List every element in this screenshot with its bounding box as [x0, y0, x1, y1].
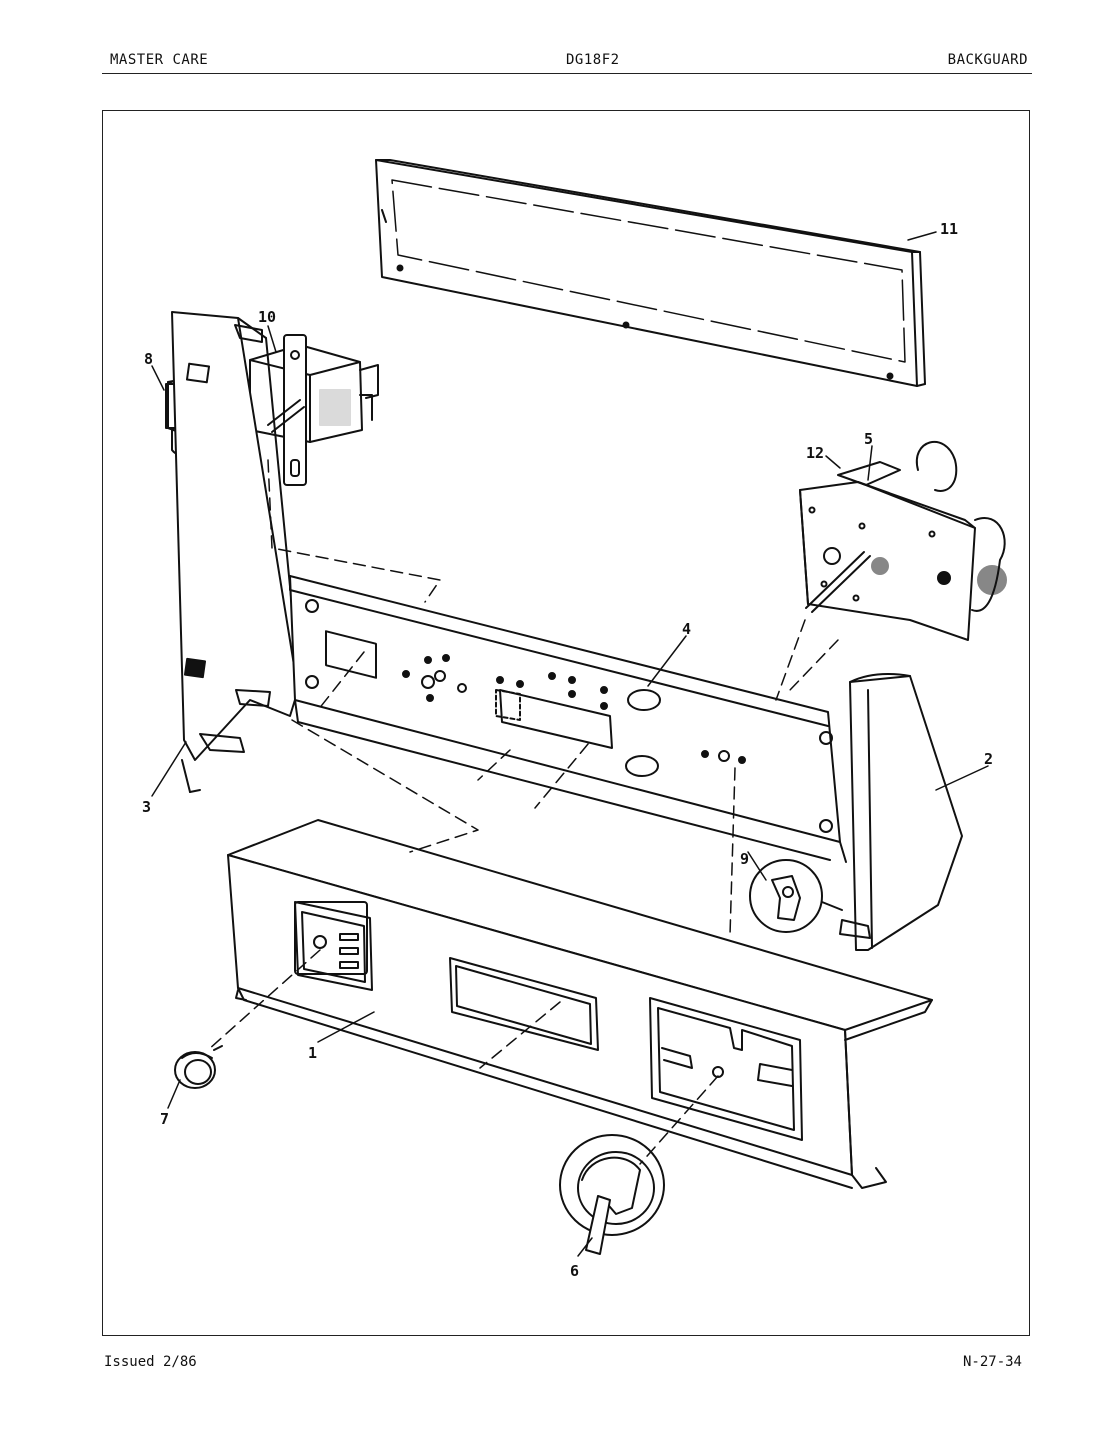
part-11-trim-panel: [375, 159, 926, 387]
part-10-timer: [249, 334, 379, 486]
callout-10: 10: [258, 308, 276, 326]
assembly-lines: [207, 459, 839, 1165]
callout-8: 8: [144, 350, 153, 368]
part-6-large-knob: [559, 1134, 665, 1255]
header-model: DG18F2: [566, 52, 620, 68]
header-section: BACKGUARD: [947, 52, 1028, 68]
part-2-right-end-cap: [839, 673, 963, 951]
callout-3: 3: [142, 798, 151, 816]
callout-7: 7: [160, 1110, 169, 1128]
callout-12: 12: [806, 444, 824, 462]
callout-11: 11: [940, 220, 958, 238]
callout-5: 5: [864, 430, 873, 448]
callout-1: 1: [308, 1044, 317, 1062]
part-1-console: [227, 819, 933, 1189]
header-brand: MASTER CARE: [110, 52, 209, 68]
leader-lines: [151, 231, 989, 1257]
footer-page-code: N-27-34: [962, 1354, 1022, 1370]
diagram-frame: [102, 110, 1030, 1336]
callout-4: 4: [682, 620, 691, 638]
part-5-timer-assembly: [799, 440, 1007, 641]
footer-issued: Issued 2/86: [104, 1354, 197, 1370]
callout-9: 9: [740, 850, 749, 868]
part-7-small-knob: [174, 1045, 223, 1089]
part-9-clip-detail: [749, 859, 843, 933]
part-4-control-bracket: [289, 575, 847, 863]
callout-2: 2: [984, 750, 993, 768]
header-rule: [102, 73, 1032, 74]
callout-6: 6: [570, 1262, 579, 1280]
